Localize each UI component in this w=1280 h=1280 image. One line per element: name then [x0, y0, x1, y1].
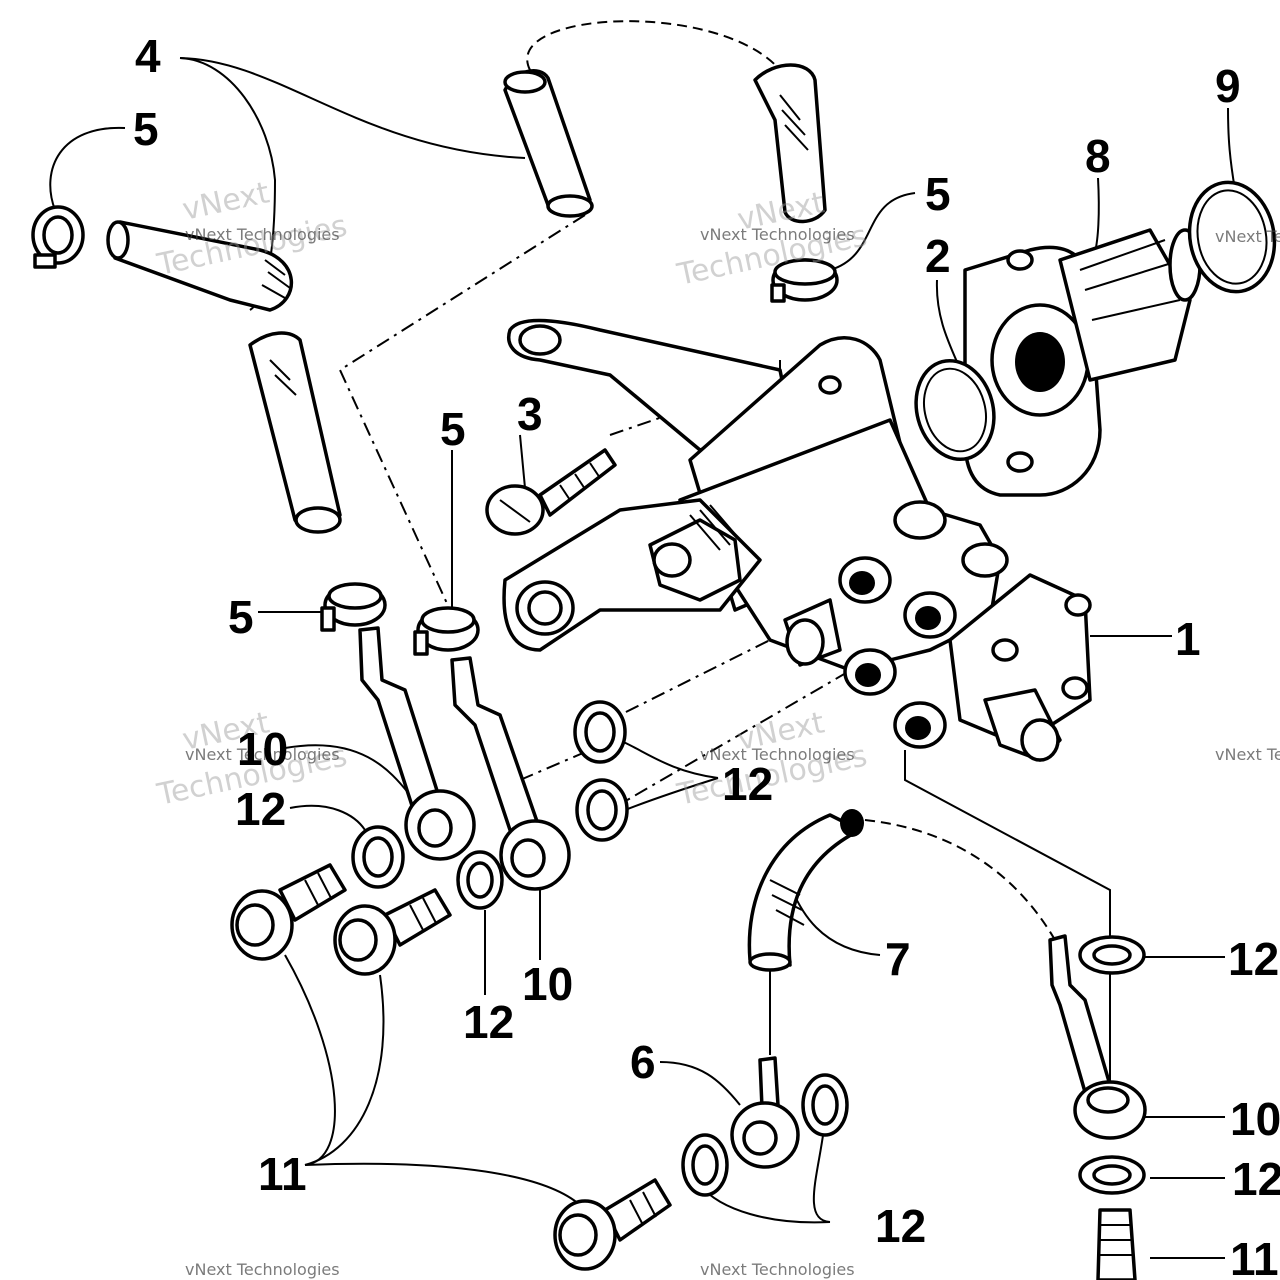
watermark-small: vNext Technologies: [700, 1260, 855, 1279]
screw-3: [485, 448, 617, 536]
banjo-fitting-left: [358, 626, 476, 861]
callout-12: 12: [875, 1200, 926, 1252]
watermark-small: vNext Technologies: [1215, 745, 1280, 764]
hose-left-vertical: [248, 331, 342, 534]
callout-10: 10: [522, 958, 573, 1010]
hose-upper-left: [106, 220, 294, 312]
watermark-small: vNext Technologies: [185, 745, 340, 764]
banjo-bolt-left: [230, 863, 347, 961]
callout-12: 12: [1232, 1153, 1280, 1205]
callout-5: 5: [440, 403, 466, 455]
watermark-small: vNext Technologies: [185, 225, 340, 244]
o-ring-2: [914, 358, 996, 462]
watermark-small: vNext Technologies: [700, 225, 855, 244]
callout-6: 6: [630, 1036, 656, 1088]
hose-top-center: [503, 69, 594, 218]
banjo-fitting-center: [450, 656, 571, 891]
callout-8: 8: [1085, 130, 1111, 182]
clamp-upper-right: [770, 258, 839, 303]
clamp-upper-left: [31, 205, 85, 269]
watermark-small: vNext Technologies: [700, 745, 855, 764]
callout-10: 10: [1230, 1093, 1280, 1145]
o-ring-9: [1187, 180, 1277, 294]
watermark-small: vNext Technologies: [185, 1260, 340, 1279]
callout-4: 4: [135, 30, 161, 82]
callout-5: 5: [133, 103, 159, 155]
callout-7: 7: [885, 933, 911, 985]
oil-pump-body: [502, 318, 1092, 762]
callout-12: 12: [1228, 933, 1279, 985]
clamp-left-b: [413, 606, 480, 656]
callout-3: 3: [517, 388, 543, 440]
banjo-bolt-right: [1096, 1208, 1137, 1280]
callout-1: 1: [1175, 613, 1201, 665]
clamp-left-a: [320, 582, 387, 632]
callout-11: 11: [258, 1148, 307, 1200]
callout-labels: 4 5 5 2 8 9 3 5 5 1 10 12 12 10 12 7 12 …: [133, 30, 1280, 1280]
pump-housing-8: [963, 228, 1202, 497]
callout-5: 5: [228, 591, 254, 643]
callout-2: 2: [925, 230, 951, 282]
callout-12: 12: [235, 783, 286, 835]
banjo-fitting-right: [1048, 934, 1147, 1140]
watermark-line1: vNext: [179, 175, 272, 228]
callout-12: 12: [463, 996, 514, 1048]
callout-12: 12: [722, 758, 773, 810]
watermark-small: vNext Technologies: [1215, 227, 1280, 246]
banjo-bolt-bottom: [553, 1178, 672, 1271]
banjo-fitting-6: [730, 1056, 800, 1169]
hose-7: [747, 809, 864, 972]
callout-5: 5: [925, 168, 951, 220]
banjo-bolt-center: [333, 888, 452, 976]
callout-11: 11: [1230, 1233, 1279, 1280]
washers: [351, 700, 1146, 1197]
callout-10: 10: [237, 723, 288, 775]
hose-top-right: [753, 63, 827, 224]
callout-9: 9: [1215, 60, 1241, 112]
